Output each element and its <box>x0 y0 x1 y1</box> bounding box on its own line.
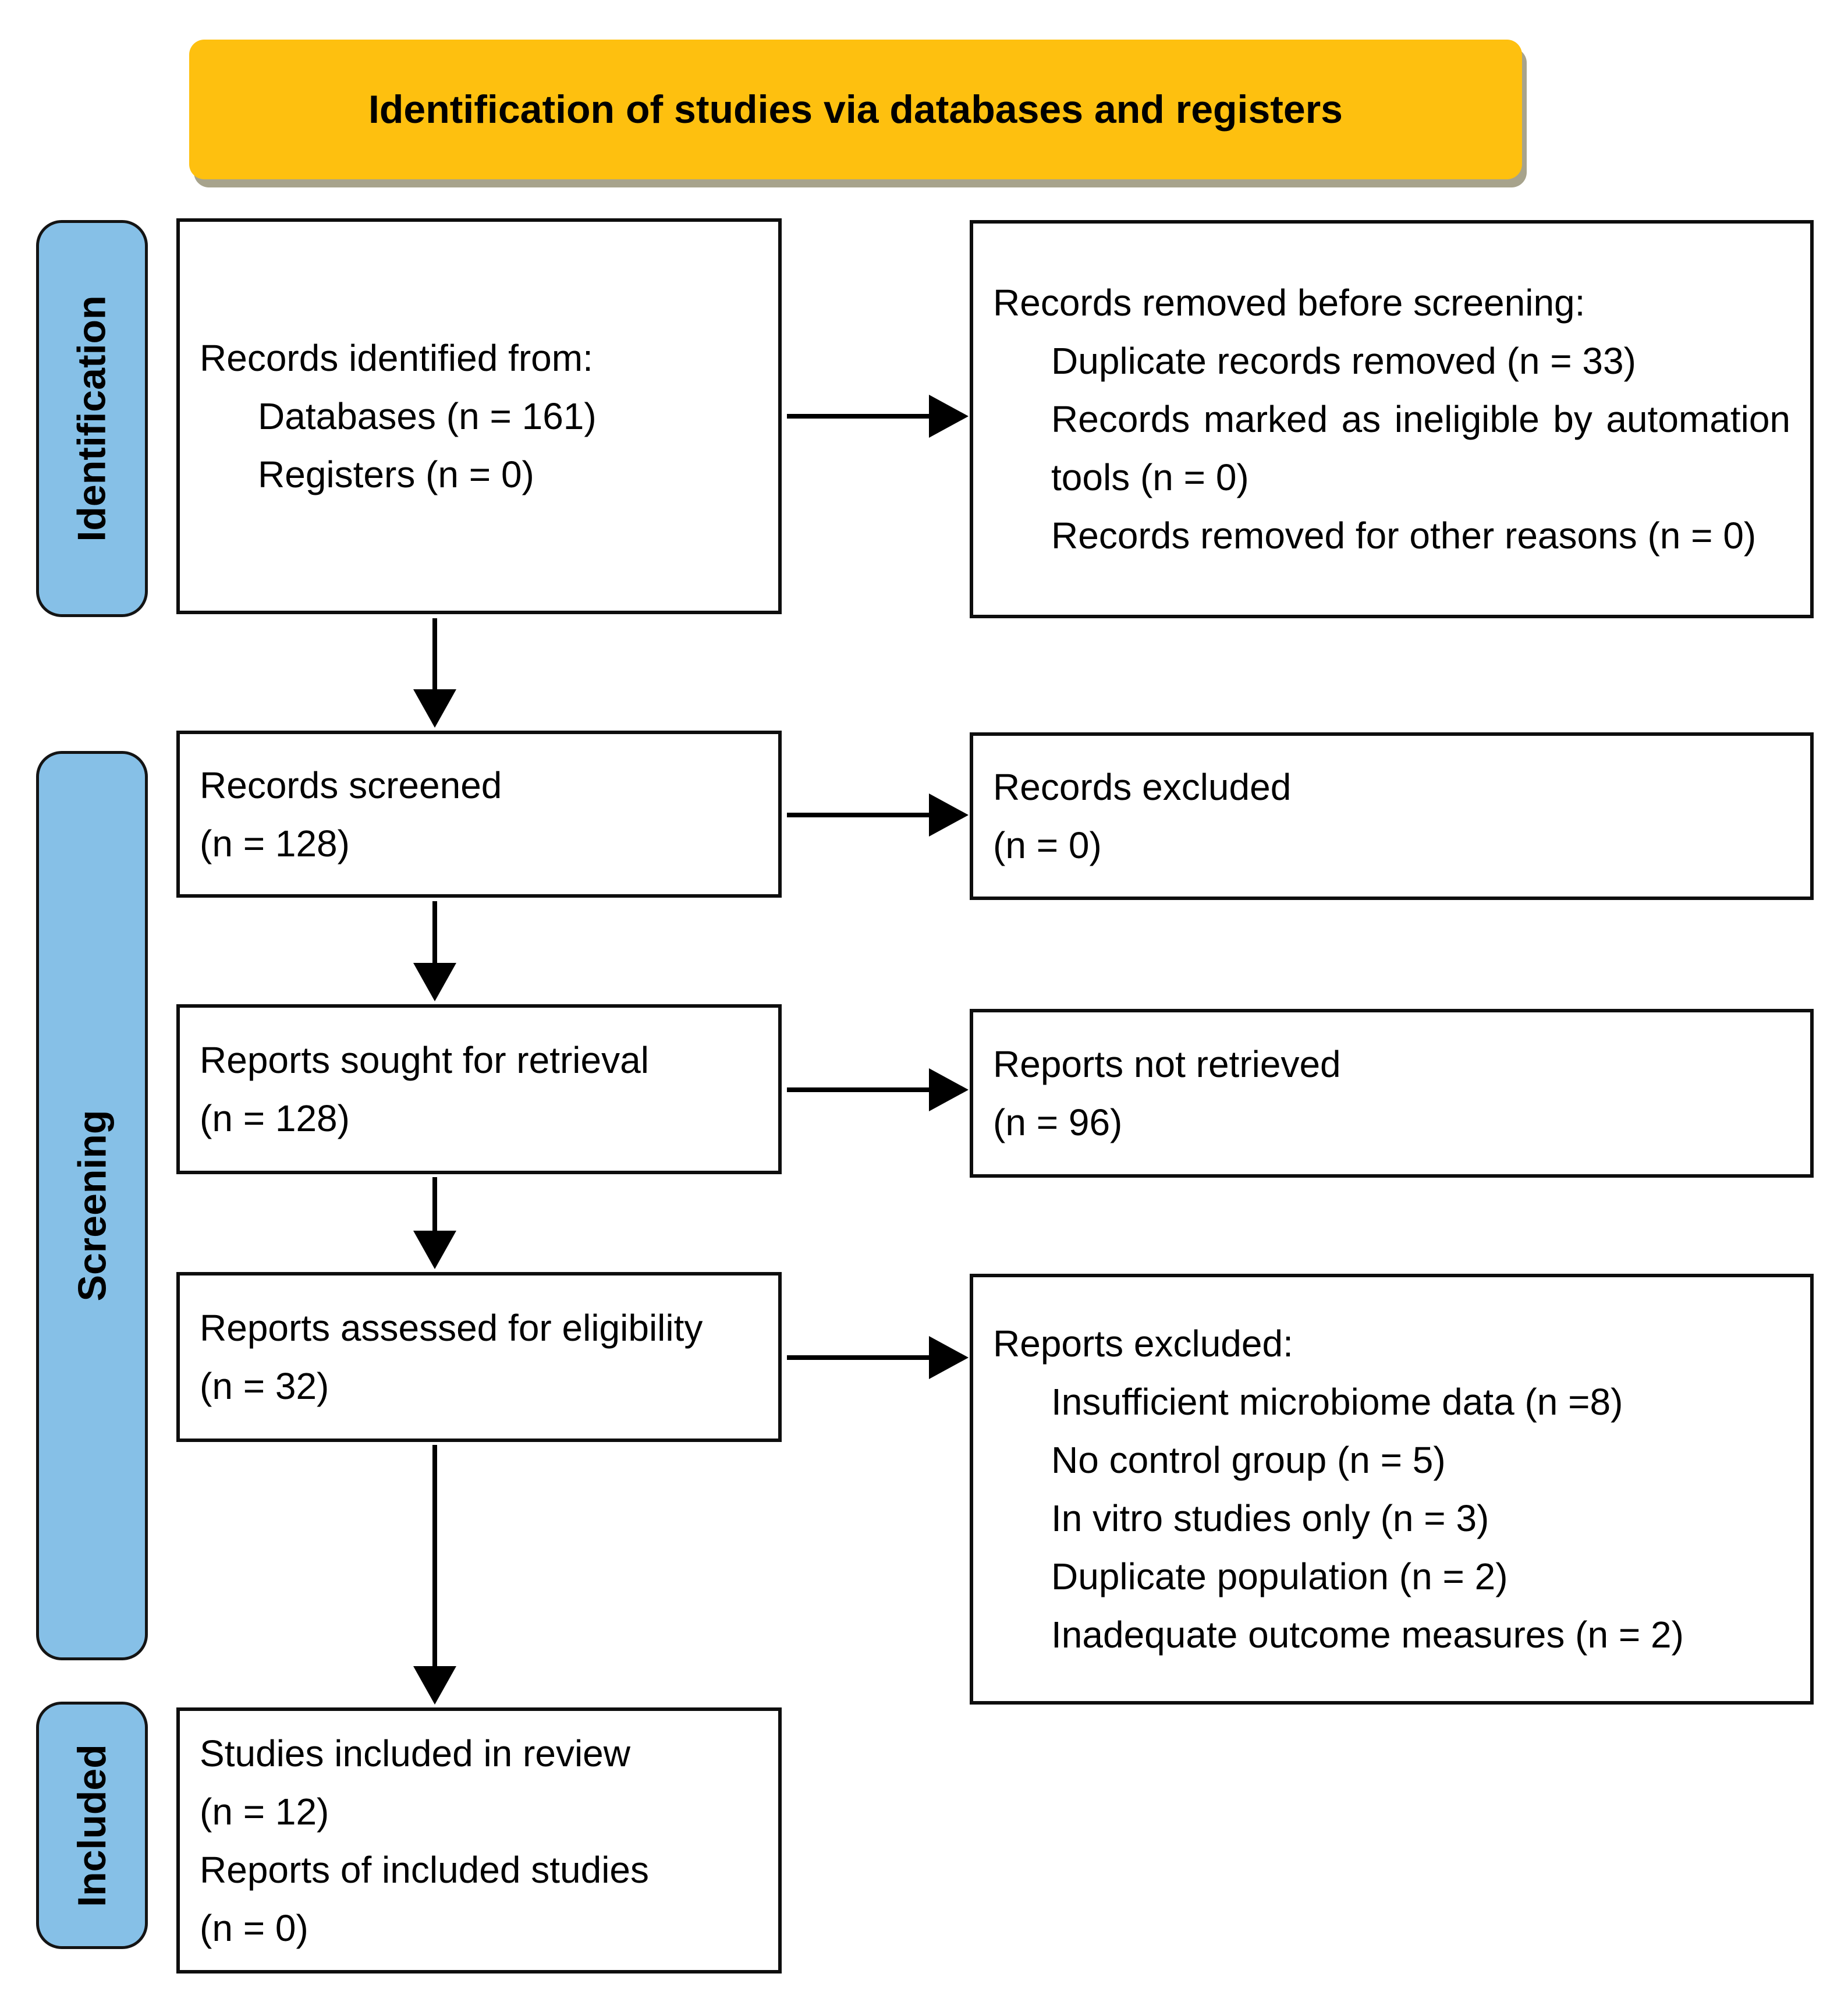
box-records-removed: Records removed before screening: Duplic… <box>970 220 1814 618</box>
stage-label-included: Included <box>36 1702 148 1949</box>
stage-label-identification: Identification <box>36 220 148 617</box>
reports-excluded-title: Reports excluded: <box>993 1323 1293 1365</box>
arrow-assessed-to-included <box>413 1445 456 1705</box>
studies-included-title: Studies included in review <box>200 1732 630 1774</box>
stage-label-identification-text: Identification <box>70 295 115 542</box>
box-reports-assessed: Reports assessed for eligibility (n = 32… <box>176 1272 782 1442</box>
arrow-screened-to-sought <box>413 901 456 1001</box>
reports-excluded-in-vitro: In vitro studies only (n = 3) <box>1051 1497 1489 1539</box>
box-reports-sought: Reports sought for retrieval (n = 128) <box>176 1004 782 1174</box>
arrow-sought-to-not-retrieved <box>787 1068 969 1111</box>
records-removed-other: Records removed for other reasons (n = 0… <box>1051 515 1757 557</box>
reports-excluded-duplicate-pop: Duplicate population (n = 2) <box>1051 1556 1508 1597</box>
records-removed-automation-line2: tools (n = 0) <box>1051 456 1249 498</box>
records-removed-title: Records removed before screening: <box>993 282 1585 324</box>
reports-included-title: Reports of included studies <box>200 1848 649 1891</box>
records-removed-duplicates: Duplicate records removed (n = 33) <box>1051 340 1636 382</box>
reports-included-count: (n = 0) <box>200 1907 308 1949</box>
records-screened-count: (n = 128) <box>200 822 350 864</box>
box-records-screened: Records screened (n = 128) <box>176 731 782 898</box>
records-screened-title: Records screened <box>200 764 502 806</box>
reports-assessed-title: Reports assessed for eligibility <box>200 1307 703 1349</box>
arrow-assessed-to-reports-excluded <box>787 1336 969 1379</box>
arrow-screened-to-excluded <box>787 793 969 837</box>
reports-not-retrieved-title: Reports not retrieved <box>993 1043 1341 1085</box>
stage-label-included-text: Included <box>70 1744 115 1907</box>
box-reports-not-retrieved: Reports not retrieved (n = 96) <box>970 1009 1814 1178</box>
reports-not-retrieved-count: (n = 96) <box>993 1101 1123 1143</box>
arrow-identified-to-removed <box>787 395 969 438</box>
box-reports-excluded: Reports excluded: Insufficient microbiom… <box>970 1274 1814 1705</box>
records-identified-title: Records identified from: <box>200 337 593 379</box>
records-excluded-count: (n = 0) <box>993 824 1102 866</box>
records-identified-databases: Databases (n = 161) <box>258 395 597 437</box>
records-excluded-title: Records excluded <box>993 766 1292 808</box>
reports-excluded-inadequate: Inadequate outcome measures (n = 2) <box>1051 1614 1684 1656</box>
arrow-sought-to-assessed <box>413 1177 456 1269</box>
stage-label-screening: Screening <box>36 751 148 1660</box>
arrow-identified-to-screened <box>413 618 456 728</box>
reports-sought-title: Reports sought for retrieval <box>200 1039 649 1081</box>
reports-sought-count: (n = 128) <box>200 1097 350 1139</box>
studies-included-count: (n = 12) <box>200 1790 329 1833</box>
stage-label-screening-text: Screening <box>70 1110 114 1302</box>
reports-assessed-count: (n = 32) <box>200 1365 329 1407</box>
banner-title: Identification of studies via databases … <box>368 87 1343 132</box>
box-records-identified: Records identified from: Databases (n = … <box>176 218 782 614</box>
box-records-excluded: Records excluded (n = 0) <box>970 732 1814 900</box>
box-studies-included: Studies included in review (n = 12) Repo… <box>176 1707 782 1974</box>
reports-excluded-insufficient: Insufficient microbiome data (n =8) <box>1051 1381 1623 1423</box>
reports-excluded-no-control: No control group (n = 5) <box>1051 1439 1446 1481</box>
records-removed-automation-line1: Records marked as ineligible by automati… <box>1051 398 1790 440</box>
banner: Identification of studies via databases … <box>189 40 1522 179</box>
records-identified-registers: Registers (n = 0) <box>258 453 534 495</box>
